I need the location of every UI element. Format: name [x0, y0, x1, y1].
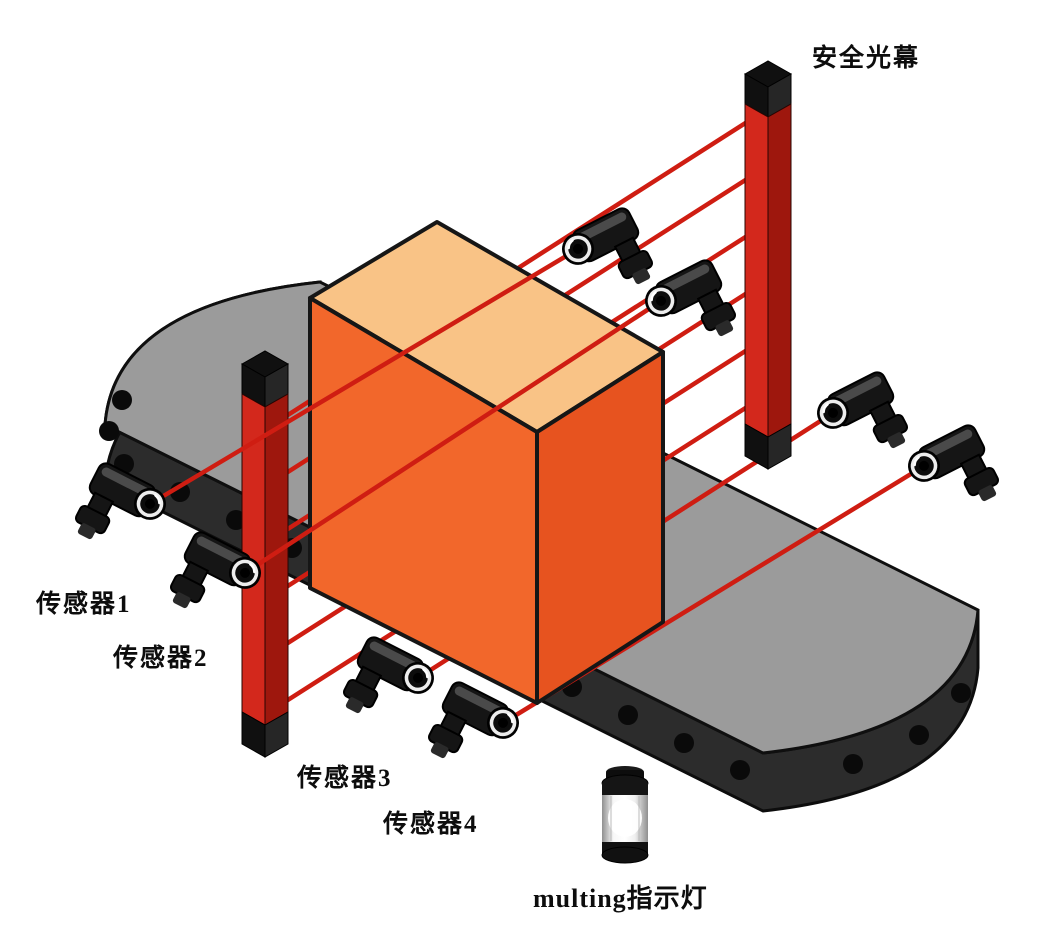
label-sensor-1: 传感器1: [36, 591, 132, 618]
sensor-receiver-right-1: [810, 367, 917, 475]
sensor-4: [419, 677, 526, 785]
sensor2-beam: [242, 298, 664, 576]
label-sensor-3: 传感器3: [297, 765, 393, 792]
sensor-receiver-right-2: [901, 420, 1008, 528]
sensor-3: [334, 632, 441, 740]
label-sensor-2: 传感器2: [113, 645, 209, 672]
label-sensor-4: 传感器4: [383, 811, 479, 838]
sensor1-beam: [147, 246, 581, 507]
light-curtain-pillar-right: [743, 60, 793, 470]
product-box-right: [535, 350, 665, 705]
indicator-light: [563, 756, 687, 880]
light-curtain-pillar-left: [240, 350, 290, 758]
sensor-receiver-top-2: [638, 255, 745, 363]
label-indicator-light: multing指示灯: [533, 884, 708, 913]
product-box: [308, 220, 665, 705]
label-safety-light-curtain: 安全光幕: [812, 45, 921, 72]
